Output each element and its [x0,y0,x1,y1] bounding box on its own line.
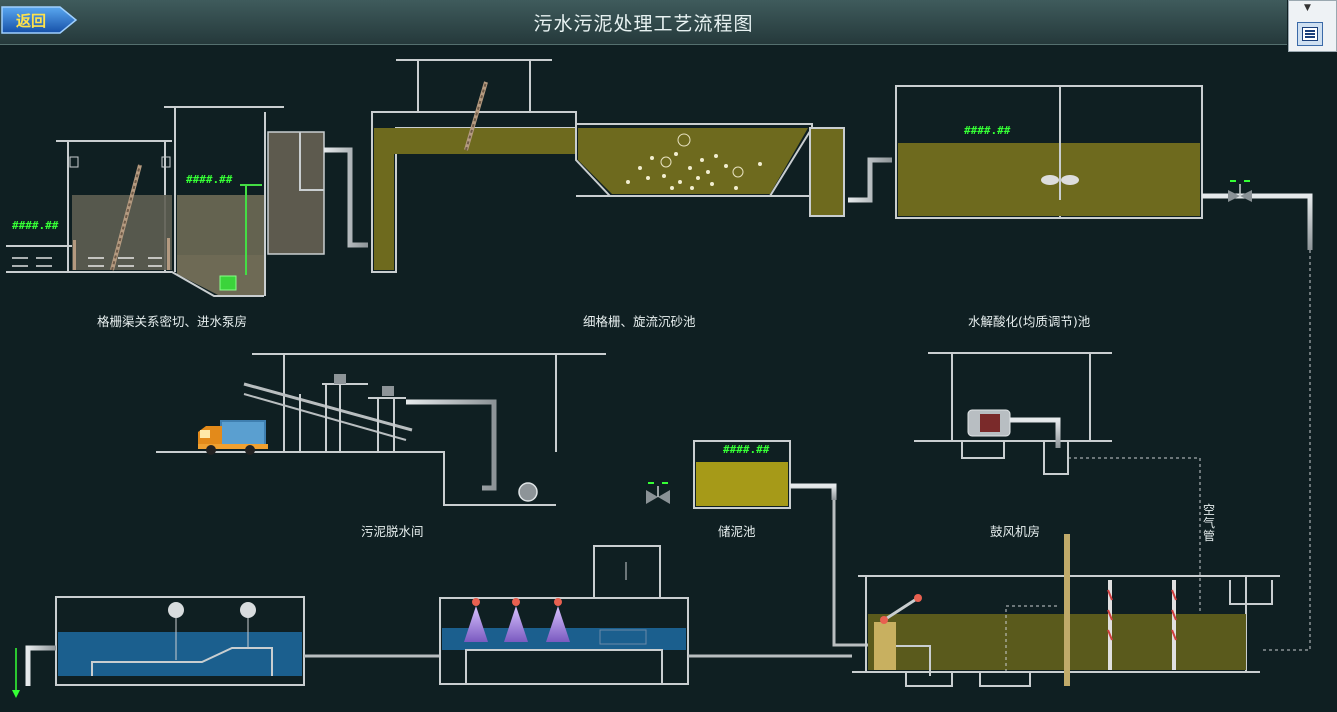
reading-pump-well-level: ####.## [186,173,233,186]
back-button-label: 返回 [16,12,47,30]
screen-pump-house [6,106,368,297]
dropdown-arrow-icon[interactable]: ▼ [1304,3,1311,13]
window-menu-icon [1302,27,1318,41]
label-sludge-tank: 储泥池 [718,524,756,539]
reading-sludge-level: ####.## [723,443,770,456]
header-bar: 污水污泥处理工艺流程图 [0,0,1287,45]
aeration-tank [852,534,1280,687]
back-arrow-icon [1,6,78,34]
fine-screen-grit [371,59,892,273]
hydrolysis-tank [895,85,1313,250]
label-hydrolysis-tank: 水解酸化(均质调节)池 [968,314,1091,329]
label-screen-pump-house: 格栅渠关系密切、进水泵房 [97,314,248,329]
label-air-pipe: 空气管 [1202,503,1215,543]
window-menu-button[interactable] [1297,22,1323,46]
sludge-dewatering [156,353,694,506]
reading-screen-level: ####.## [12,219,59,232]
label-blower-room: 鼓风机房 [990,524,1041,539]
sludge-tank [693,440,872,647]
back-button[interactable]: 返回 [0,3,78,37]
label-sludge-dewatering: 污泥脱水间 [361,524,424,539]
page-title: 污水污泥处理工艺流程图 [533,13,754,35]
outlet-tanks [12,545,852,698]
blower-room [914,250,1311,651]
sludge-truck-icon [198,420,268,455]
label-fine-screen-grit: 细格栅、旋流沉砂池 [583,314,696,329]
reading-hydrolysis-level: ####.## [964,124,1011,137]
